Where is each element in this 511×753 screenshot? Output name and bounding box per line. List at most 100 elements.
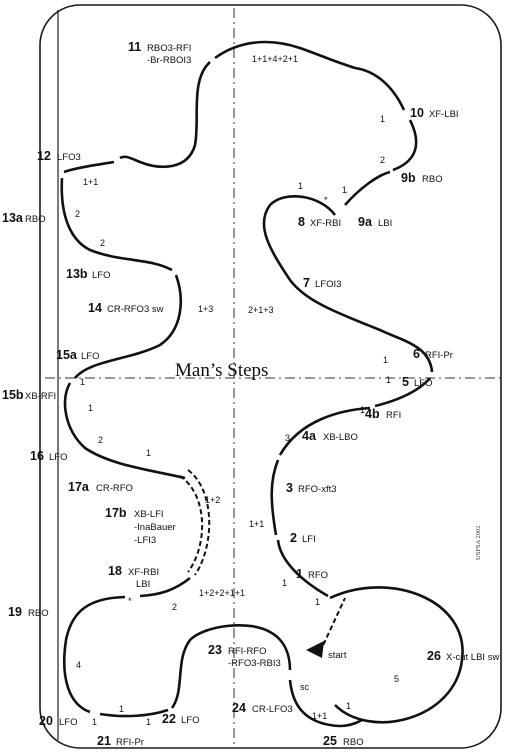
count: 1: [315, 597, 320, 607]
step-6-number: 6: [413, 347, 420, 361]
count: 1: [282, 578, 287, 588]
step-13a-number: 13a: [2, 211, 24, 225]
count: 1+2+2+1+1: [199, 588, 245, 598]
path-6-7-8: [262, 194, 434, 373]
count: 2: [380, 155, 385, 165]
step-14-number: 14: [88, 301, 102, 315]
count: 2: [75, 209, 80, 219]
step-17a-number: 17a: [68, 480, 90, 494]
step-18-label-2: LBI: [136, 579, 150, 590]
step-23-label-2: -RFO3-RBI3: [228, 658, 281, 669]
step-19-label: RBO: [28, 608, 49, 619]
step-5-number: 5: [402, 375, 409, 389]
step-13b-label: LFO: [92, 270, 110, 281]
count: 2: [98, 435, 103, 445]
path-17b-dashed-a: [187, 469, 211, 576]
path-2-3: [270, 459, 280, 536]
asterisk-mark: *: [324, 195, 328, 206]
step-3-number: 3: [286, 481, 293, 495]
step-14-label: CR-RFO3 sw: [107, 304, 164, 315]
path-4b-5: [374, 377, 431, 408]
step-9b-label: RBO: [422, 174, 443, 185]
step-22-label: LFO: [181, 715, 199, 726]
step-17b-label-2: -InaBauer: [134, 522, 176, 533]
count: 1+2: [205, 495, 220, 505]
step-17b-number: 17b: [105, 506, 127, 520]
rink-border: [39, 4, 502, 749]
step-7-number: 7: [303, 276, 310, 290]
asterisk-mark: *: [128, 596, 132, 607]
count: 1: [342, 185, 347, 195]
count: 1: [298, 181, 303, 191]
step-24-number: 24: [232, 701, 246, 715]
path-4a: [278, 406, 371, 456]
step-9a-number: 9a: [358, 215, 373, 229]
path-12: [63, 160, 115, 174]
step-10-number: 10: [410, 106, 424, 120]
count: 1+1: [83, 177, 98, 187]
step-11-label: RBO3-RFI: [147, 43, 191, 54]
step-4b-number: 4b: [365, 407, 380, 421]
step-19-number: 19: [8, 605, 22, 619]
path-26: [329, 586, 464, 724]
step-13b-number: 13b: [66, 267, 88, 281]
count: 2+1+3: [248, 305, 274, 315]
step-12-label: LFO3: [57, 152, 81, 163]
step-4b-label: RFI: [386, 410, 401, 421]
step-4a-number: 4a: [302, 429, 317, 443]
step-15a-label: LFO: [81, 351, 99, 362]
step-12-number: 12: [37, 149, 51, 163]
step-17b-label-3: -LFI3: [134, 535, 156, 546]
step-6-label: RFI-Pr: [425, 350, 453, 361]
path-17b-dashed-b: [179, 475, 204, 573]
step-21-number: 21: [97, 734, 111, 748]
step-16-number: 16: [30, 449, 44, 463]
path-24-25: [288, 679, 363, 728]
count: 1+1+4+2+1: [252, 54, 298, 64]
count: 1: [119, 704, 124, 714]
count: 1: [80, 377, 85, 387]
step-23-number: 23: [208, 643, 222, 657]
step-20-label: LFO: [59, 717, 77, 728]
count: 1: [88, 403, 93, 413]
step-26-label: X-cut LBI sw: [446, 652, 499, 663]
step-1-number: 1: [296, 567, 303, 581]
path-14-15a: [74, 274, 182, 379]
count: 1: [346, 701, 351, 711]
step-8-number: 8: [298, 215, 305, 229]
step-15b-number: 15b: [2, 388, 24, 402]
copyright-text: USFSA 2002: [475, 526, 482, 561]
count: 1: [383, 355, 388, 365]
count: 1: [360, 405, 365, 415]
count: sc: [300, 682, 310, 692]
path-15b-16-17a: [63, 382, 186, 480]
step-18-number: 18: [108, 564, 122, 578]
path-10-11: [214, 40, 406, 111]
path-9b-10: [392, 119, 418, 172]
step-7-label: LFOI3: [315, 279, 341, 290]
step-13a-label: RBO: [25, 214, 46, 225]
step-1-label: RFO: [308, 570, 328, 581]
beat-counts: 1+1+4+2+1 1 2 1 1 1+1 2 2 1+3 2+1+3 1 1 …: [75, 54, 399, 727]
count: 1: [146, 448, 151, 458]
step-15a-number: 15a: [56, 348, 78, 362]
step-11-label-2: -Br-RBOI3: [147, 55, 191, 66]
step-17b-label: XB-LFI: [134, 509, 164, 520]
step-labels: 1 RFO 2 LFI 3 RFO-xft3 4a XB-LBO 4b RFI …: [2, 40, 499, 748]
step-pattern: [60, 40, 464, 728]
path-13a-13b: [60, 177, 173, 272]
step-4a-label: XB-LBO: [323, 432, 358, 443]
step-9b-number: 9b: [401, 171, 416, 185]
path-1: [276, 539, 329, 598]
count: 1: [146, 717, 151, 727]
step-20-number: 20: [39, 714, 53, 728]
start-path: [319, 597, 346, 653]
step-3-label: RFO-xft3: [298, 484, 337, 495]
step-25-label: RBO: [343, 737, 364, 748]
step-23-label: RFI-RFO: [228, 646, 267, 657]
count: 1+3: [198, 304, 213, 314]
start-label: start: [328, 650, 347, 661]
step-2-number: 2: [290, 531, 297, 545]
step-15b-label: XB-RFI: [25, 391, 56, 402]
